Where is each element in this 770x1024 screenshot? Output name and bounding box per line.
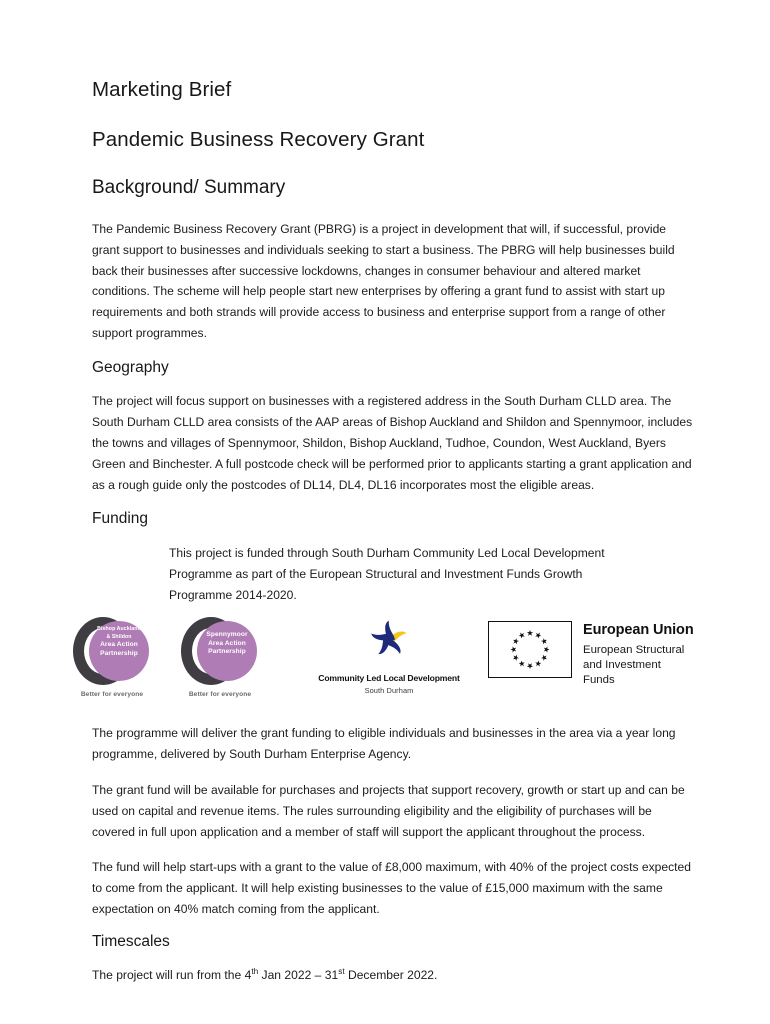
aap-bishop-tagline: Better for everyone	[80, 691, 144, 699]
logo-community-led-local-development: Community Led Local Development South Du…	[300, 617, 478, 695]
logo-bishop-auckland-shildon-aap: Bishop Auckland & Shildon Area Action Pa…	[62, 615, 162, 698]
heading-geography: Geography	[92, 358, 169, 376]
eu-wordmark: European Union European Structural and I…	[583, 621, 694, 687]
timescales-tail: December 2022.	[344, 968, 438, 983]
aap-bishop-line2: & Shildon	[106, 633, 132, 640]
clld-pinwheel-icon	[371, 620, 407, 655]
timescales-sup-st: st	[338, 967, 345, 977]
aap-spennymoor-tagline: Better for everyone	[188, 691, 252, 699]
paragraph-fund-values: The fund will help start-ups with a gran…	[92, 860, 691, 916]
paragraph-timescales: The project will run from the 4th Jan 20…	[92, 965, 694, 986]
aap-spennymoor-line2: Area Action	[208, 639, 246, 647]
timescales-lead: The project will run from the 4	[92, 968, 252, 983]
paragraph-background: The Pandemic Business Recovery Grant (PB…	[92, 221, 675, 340]
timescales-sup-th: th	[251, 967, 259, 977]
aap-roundel-icon: Bishop Auckland & Shildon Area Action Pa…	[73, 615, 151, 687]
funder-logo-row: Bishop Auckland & Shildon Area Action Pa…	[62, 615, 694, 707]
timescales-mid: Jan 2022 – 31	[258, 968, 339, 983]
aap-spennymoor-line3: Partnership	[208, 648, 246, 656]
aap-bishop-line1: Bishop Auckland	[97, 626, 141, 633]
aap-arc-shape	[181, 617, 241, 686]
paragraph-delivery: The programme will deliver the grant fun…	[92, 726, 676, 762]
eu-subtitle-line2: and Investment Funds	[583, 658, 661, 686]
eu-subtitle-line1: European Structural	[583, 643, 685, 656]
aap-bishop-line3: Area Action	[100, 641, 138, 649]
paragraph-funding: This project is funded through South Dur…	[169, 545, 605, 602]
clld-subtitle: South Durham	[364, 685, 414, 695]
aap-roundel-icon: Spennymoor Area Action Partnership	[181, 615, 259, 687]
logo-spennymoor-aap: Spennymoor Area Action Partnership Bette…	[170, 615, 270, 698]
aap-roundel-text: Spennymoor Area Action Partnership	[195, 631, 259, 656]
aap-roundel-text: Bishop Auckland & Shildon Area Action Pa…	[87, 626, 151, 658]
aap-disc-shape	[89, 621, 149, 682]
heading-background-summary: Background/ Summary	[92, 177, 286, 199]
eu-title: European Union	[583, 622, 694, 639]
heading-timescales: Timescales	[92, 932, 170, 950]
clld-name: Community Led Local Development	[318, 673, 460, 684]
aap-bishop-line4: Partnership	[100, 649, 138, 657]
aap-disc-shape	[197, 621, 257, 682]
eu-flag-icon	[488, 621, 572, 679]
paragraph-geography: The project will focus support on busine…	[92, 394, 693, 492]
logo-european-union: European Union European Structural and I…	[488, 621, 694, 687]
aap-spennymoor-line1: Spennymoor	[206, 631, 248, 639]
paragraph-grant-fund: The grant fund will be available for pur…	[92, 782, 685, 839]
document-subtitle: Pandemic Business Recovery Grant	[92, 127, 425, 151]
aap-arc-shape	[73, 617, 133, 686]
document-title: Marketing Brief	[92, 78, 232, 101]
heading-funding: Funding	[92, 510, 149, 528]
eu-stars-icon	[510, 630, 550, 670]
